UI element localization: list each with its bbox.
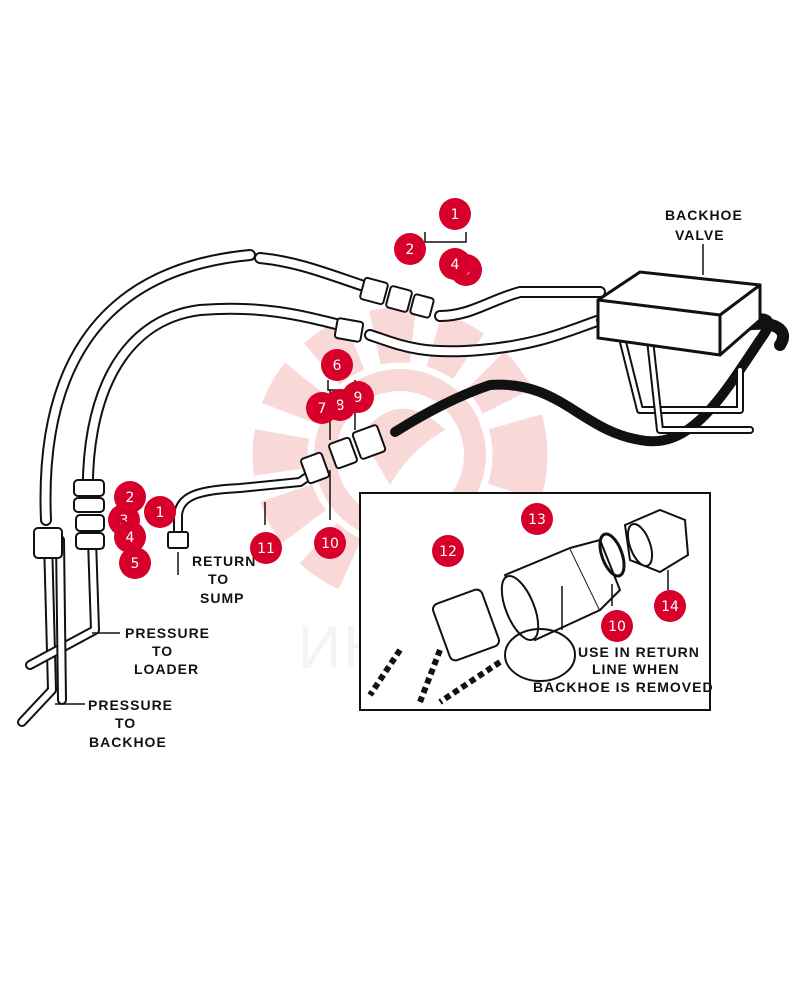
svg-text:7: 7 <box>318 401 327 417</box>
svg-text:10: 10 <box>608 619 626 635</box>
fittings <box>33 276 435 559</box>
label-pressure-to-backhoe-2: TO <box>115 715 136 731</box>
callout-14[interactable]: 14 <box>654 590 686 622</box>
svg-text:13: 13 <box>528 512 546 528</box>
callout-2-top[interactable]: 2 <box>394 233 426 265</box>
label-return-to-sump-3: SUMP <box>200 590 244 606</box>
svg-text:4: 4 <box>126 530 135 546</box>
callout-6[interactable]: 6 <box>321 349 353 381</box>
hoses <box>17 249 790 727</box>
label-inset-note-1: USE IN RETURN <box>578 644 700 660</box>
quick-coupler <box>500 538 622 642</box>
callout-1-left[interactable]: 1 <box>144 496 176 528</box>
label-inset-note-2: LINE WHEN <box>592 661 680 677</box>
label-pressure-to-loader-3: LOADER <box>134 661 199 677</box>
callout-10-inset[interactable]: 10 <box>601 610 633 642</box>
svg-text:11: 11 <box>257 541 275 557</box>
svg-text:1: 1 <box>451 207 460 223</box>
svg-text:9: 9 <box>354 390 363 406</box>
callouts: 1 3 2 4 2 1 3 4 5 6 9 8 7 10 11 12 13 10… <box>108 198 686 642</box>
backhoe-valve-block <box>596 270 762 357</box>
callout-10-main[interactable]: 10 <box>314 527 346 559</box>
chain-ring <box>504 628 576 682</box>
text-labels: BACKHOE VALVE RETURN TO SUMP PRESSURE TO… <box>88 207 743 750</box>
svg-text:1: 1 <box>156 505 165 521</box>
svg-text:8: 8 <box>336 398 345 414</box>
callout-5-left[interactable]: 5 <box>119 547 151 579</box>
label-backhoe-valve-2: VALVE <box>675 227 725 243</box>
label-backhoe-valve-1: BACKHOE <box>665 207 743 223</box>
svg-text:5: 5 <box>131 556 140 572</box>
callout-11[interactable]: 11 <box>250 532 282 564</box>
svg-text:4: 4 <box>451 257 460 273</box>
svg-text:3: 3 <box>120 513 129 529</box>
svg-text:2: 2 <box>126 490 135 506</box>
label-return-to-sump-2: TO <box>208 571 229 587</box>
label-pressure-to-backhoe-3: BACKHOE <box>89 734 167 750</box>
svg-text:2: 2 <box>406 242 415 258</box>
label-pressure-to-loader-2: TO <box>152 643 173 659</box>
callout-4-top[interactable]: 4 <box>439 248 471 280</box>
fitting-nut <box>623 508 690 574</box>
dust-cap <box>367 588 501 704</box>
svg-text:6: 6 <box>333 358 342 374</box>
callout-1-top[interactable]: 1 <box>439 198 471 230</box>
hose-return-black <box>390 313 774 447</box>
callout-13[interactable]: 13 <box>521 503 553 535</box>
svg-text:14: 14 <box>661 599 679 615</box>
o-ring <box>598 532 626 578</box>
svg-text:10: 10 <box>321 536 339 552</box>
label-return-to-sump-1: RETURN <box>192 553 256 569</box>
label-pressure-to-backhoe-1: PRESSURE <box>88 697 173 713</box>
callout-7[interactable]: 7 <box>306 392 338 424</box>
label-inset-note-3: BACKHOE IS REMOVED <box>533 679 714 695</box>
svg-text:12: 12 <box>439 544 457 560</box>
callout-12[interactable]: 12 <box>432 535 464 567</box>
callout-4-left[interactable]: 4 <box>114 521 146 553</box>
label-pressure-to-loader-1: PRESSURE <box>125 625 210 641</box>
